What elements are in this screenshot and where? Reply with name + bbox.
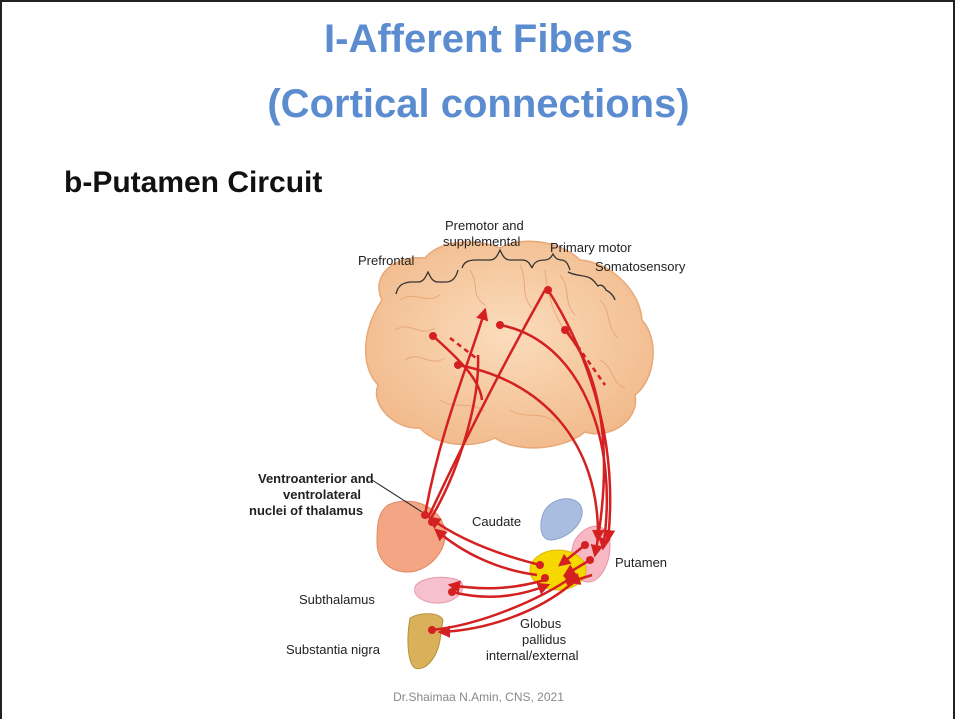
label-thalamus-line2: ventrolateral	[283, 487, 361, 502]
label-globus-line3: internal/external	[486, 648, 579, 663]
label-subthalamus: Subthalamus	[299, 592, 375, 607]
label-premotor-line2: supplemental	[443, 234, 520, 249]
label-premotor-line1: Premotor and	[445, 218, 524, 233]
label-thalamus-line3: nuclei of thalamus	[249, 503, 363, 518]
label-primary-motor: Primary motor	[550, 240, 632, 255]
label-substantia-nigra: Substantia nigra	[286, 642, 381, 657]
label-globus-line1: Globus	[520, 616, 562, 631]
label-putamen: Putamen	[615, 555, 667, 570]
globus-pallidus-shape	[530, 550, 586, 590]
label-somatosensory: Somatosensory	[595, 259, 686, 274]
label-thalamus-line1: Ventroanterior and	[258, 471, 374, 486]
subthalamus-shape	[415, 577, 463, 603]
label-caudate: Caudate	[472, 514, 521, 529]
label-prefrontal: Prefrontal	[358, 253, 414, 268]
slide-footer: Dr.Shaimaa N.Amin, CNS, 2021	[0, 690, 957, 704]
substantia-nigra-shape	[408, 614, 443, 669]
caudate-shape	[541, 499, 582, 540]
label-globus-line2: pallidus	[522, 632, 567, 647]
